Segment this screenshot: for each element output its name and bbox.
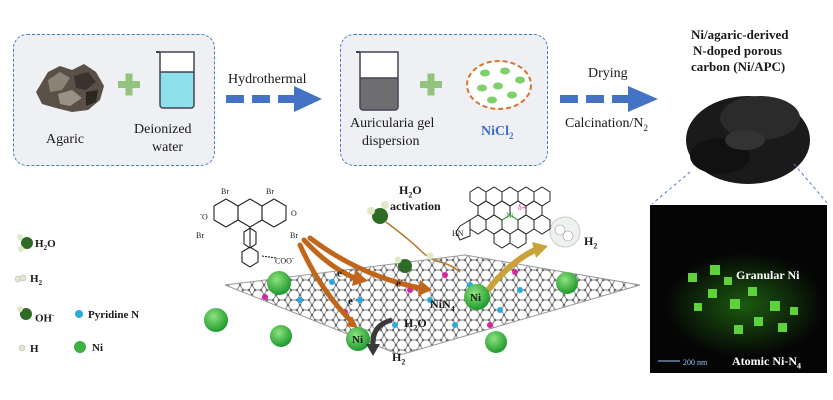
water-label-line1: Deionized (134, 122, 192, 137)
legend-oh-label: OH- (35, 311, 55, 325)
nicl2-icon (466, 60, 532, 110)
dye-o-minus-label: -O (200, 212, 208, 222)
h2-out-label: H2 (584, 234, 598, 251)
ni-n4-nh-label: HN (452, 229, 464, 238)
electron-arrows (297, 235, 423, 325)
legend-ni-label: Ni (92, 342, 103, 354)
tem-particles (658, 253, 825, 362)
tem-granular-label: Granular Ni (736, 268, 800, 282)
dye-coo-label: COO- (275, 256, 294, 266)
arrow-hydrothermal (226, 86, 322, 112)
ni-particles (204, 271, 578, 353)
step-calcination-label: Calcination/N2 (565, 116, 649, 133)
legend-h-label: H (30, 343, 39, 355)
water-molecule-icon (367, 201, 434, 273)
nin4-label: NiN4 (430, 297, 455, 314)
dye-br-label-4: Br (290, 231, 298, 240)
product-label-line3: carbon (Ni/APC) (691, 59, 786, 74)
beaker-gel-icon (356, 51, 399, 111)
dye-br-label-2: Br (266, 187, 274, 196)
legend-h2o-label: H2O (35, 238, 56, 253)
pyridine-n-icon (75, 310, 83, 318)
tem-atomic-label: Atomic Ni-N4 (732, 354, 801, 371)
zoom-lines (651, 163, 829, 205)
gel-label-line2: dispersion (362, 134, 420, 149)
h2o-to-h2-arrow (370, 317, 393, 346)
h2-bottom-label: H2 (392, 350, 406, 367)
hydrogen-molecule-icon (14, 274, 27, 283)
h2-bubble-icon (549, 216, 581, 248)
ni-n4-delta-label: δ+ (518, 203, 527, 212)
plus-icon (118, 73, 140, 96)
gel-label-line1: Auricularia gel (350, 116, 435, 131)
beaker-water-icon (156, 51, 195, 109)
nicl2-label: NiCl2 (481, 124, 514, 141)
ni-n4-structure (455, 186, 551, 249)
ni-particle-label-2: Ni (352, 334, 363, 346)
ni-atom-icon (74, 341, 86, 353)
legend-h2-label: H2 (30, 273, 43, 288)
graphene-sheet (224, 254, 641, 356)
agaric-image (36, 64, 104, 112)
dye-o-label: O (291, 209, 297, 218)
dye-br-label-3: Br (196, 231, 204, 240)
legend-pyridine-label: Pyridine N (88, 309, 140, 321)
carbon-powder-image (686, 96, 810, 184)
electron-label-3: e- (396, 276, 404, 290)
tem-scale-label: 200 nm (683, 358, 708, 367)
dye-molecule (213, 198, 287, 268)
ni-particle-label-1: Ni (470, 292, 481, 304)
h2-release-arrow (485, 247, 537, 292)
activation-label-line2: activation (390, 199, 441, 213)
step-drying-label: Drying (588, 66, 628, 81)
plus-icon (420, 73, 442, 96)
step-hydrothermal-label: Hydrothermal (228, 72, 307, 87)
tem-image: Granular Ni Atomic Ni-N4 200 nm (650, 205, 827, 373)
h2o-mid-label: H2O (404, 316, 427, 333)
activation-label-line1: H2O (399, 183, 422, 200)
electron-label-1: e- (337, 266, 345, 280)
water-molecule-icon (17, 234, 33, 252)
ni-n4-center-label: Ni (506, 211, 514, 220)
agaric-label: Agaric (46, 132, 85, 147)
product-label-line1: Ni/agaric-derived (691, 27, 789, 42)
hydrogen-atom-icon (18, 344, 26, 352)
electron-label-2: e- (348, 294, 356, 308)
product-label-line2: N-doped porous (693, 43, 782, 58)
dye-br-label-1: Br (221, 187, 229, 196)
water-label-line2: water (152, 140, 184, 155)
arrow-drying (560, 86, 658, 112)
electron-arrowheads (346, 270, 432, 328)
hydroxide-icon (17, 306, 32, 320)
